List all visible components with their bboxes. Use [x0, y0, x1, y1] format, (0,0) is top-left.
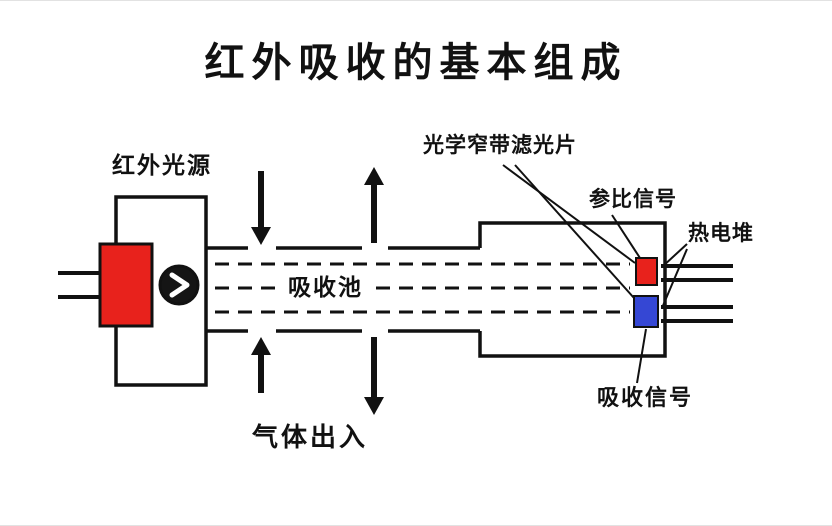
thermopile-wires [661, 264, 733, 323]
gas-arrow-top-in-head [251, 227, 271, 245]
absorption-filter [633, 295, 659, 328]
annotation-lines [502, 164, 688, 384]
ir-emitter-block [98, 242, 154, 328]
ir-source-label: 红外光源 [112, 152, 212, 178]
absorption-cell-tube [206, 246, 480, 333]
thermopile-label: 热电堆 [688, 222, 754, 245]
gas-arrow-bottom-in-head [251, 337, 271, 355]
gas-flow-arrows [251, 167, 384, 415]
gas-inout-label: 气体出入 [252, 422, 369, 452]
gas-arrow-top-out-head [364, 167, 384, 185]
optical-filter-label: 光学窄带滤光片 [423, 134, 577, 157]
filter-pointer-to-blue [514, 164, 635, 299]
thermopile-pointer-top [661, 243, 688, 268]
absorption-signal-label: 吸收信号 [597, 385, 694, 410]
detector-chamber [478, 221, 667, 358]
reference-filter [635, 257, 658, 286]
reference-signal-label: 参比信号 [589, 188, 677, 211]
filter-pointer-to-red [502, 164, 636, 264]
page-title: 红外吸收的基本组成 [204, 41, 628, 85]
beam-dashed-lines [215, 262, 630, 314]
thermopile-pointer-bottom [661, 248, 688, 309]
reference-pointer [611, 214, 641, 259]
gas-arrow-bottom-out-head [364, 397, 384, 415]
emitter-direction-circle [158, 264, 200, 306]
absorption-signal-pointer [636, 328, 647, 384]
chevron-right-icon [169, 272, 190, 298]
absorption-cell-label: 吸收池 [283, 274, 368, 301]
